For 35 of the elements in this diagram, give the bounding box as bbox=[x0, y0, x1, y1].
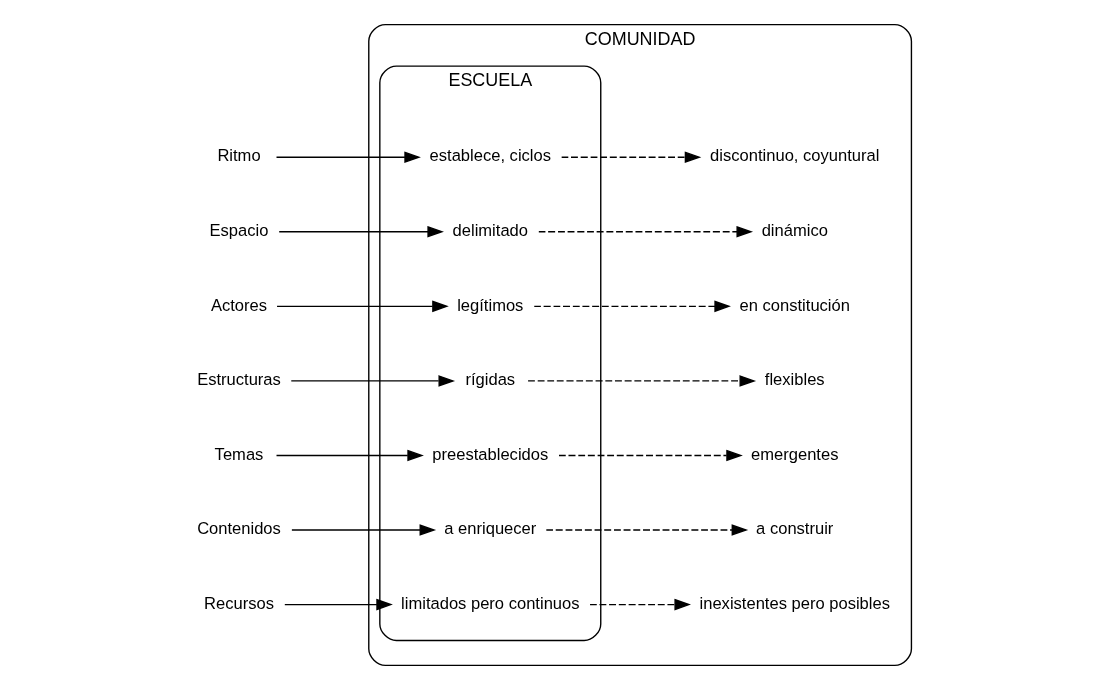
node-text: limitados pero continuos bbox=[401, 593, 580, 613]
node-text: legítimos bbox=[457, 295, 524, 315]
node-text: a enriquecer bbox=[444, 519, 537, 539]
node-text: Contenidos bbox=[197, 519, 281, 539]
node-text: preestablecidos bbox=[432, 444, 549, 464]
node-text: emergentes bbox=[751, 444, 839, 464]
node-text: establece, ciclos bbox=[429, 146, 551, 166]
node-text: dinámico bbox=[761, 221, 828, 241]
node-text: Espacio bbox=[209, 221, 269, 241]
node-text: en constitución bbox=[739, 295, 850, 315]
node-text: Recursos bbox=[204, 593, 274, 613]
arrow bbox=[275, 449, 424, 462]
arrow bbox=[533, 300, 731, 313]
arrow bbox=[545, 524, 749, 536]
arrow bbox=[275, 151, 421, 164]
arrow bbox=[278, 225, 444, 238]
arrow bbox=[589, 598, 691, 611]
arrow bbox=[560, 151, 702, 164]
node-text: flexibles bbox=[764, 370, 825, 390]
node-text: Temas bbox=[214, 444, 264, 464]
arrow bbox=[290, 375, 456, 387]
arrow bbox=[276, 300, 449, 313]
arrow bbox=[527, 375, 757, 387]
node-text: Actores bbox=[210, 295, 268, 315]
node-text: Ritmo bbox=[217, 146, 261, 166]
node-text: discontinuo, coyuntural bbox=[710, 146, 880, 166]
arrow bbox=[284, 598, 393, 611]
node-text: a construir bbox=[756, 519, 834, 539]
node-text: delimitado bbox=[452, 221, 529, 241]
node-text: inexistentes pero posibles bbox=[699, 593, 890, 613]
arrow bbox=[291, 524, 437, 536]
node-text: rígidas bbox=[465, 370, 516, 390]
arrow bbox=[538, 225, 754, 238]
node-text: Estructuras bbox=[197, 370, 281, 390]
arrow bbox=[558, 449, 743, 462]
